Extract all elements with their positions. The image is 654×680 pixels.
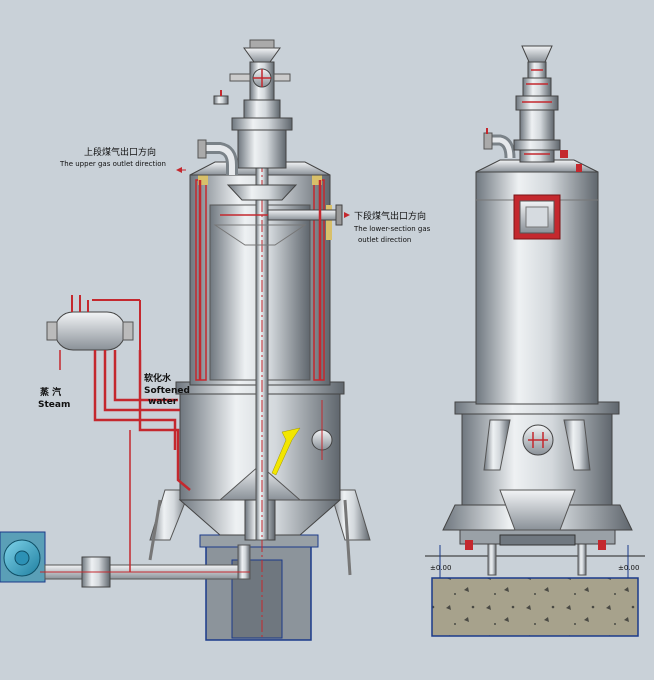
water-label-cn: 软化水: [144, 372, 172, 384]
level-right: ±0.00: [618, 564, 639, 572]
steam-label-cn: 蒸 汽: [40, 386, 61, 398]
circulation-pipes: [93, 180, 322, 491]
steam-drum: [54, 311, 126, 351]
lower-gas-label-en1: The lower-section gas: [353, 225, 431, 233]
steam-label-en: Steam: [38, 400, 70, 410]
upper-gas-label-en: The upper gas outlet direction: [59, 160, 166, 168]
water-label-en1: Softened: [144, 386, 190, 396]
lower-gas-outlet: [267, 209, 339, 221]
yellow-arrow: [271, 427, 301, 476]
coal-hopper: [243, 47, 281, 63]
steam-valves: [71, 295, 89, 312]
lower-gas-label-en2: outlet direction: [358, 236, 411, 244]
level-left: ±0.00: [430, 564, 451, 572]
right-skirt: [329, 489, 371, 541]
right-exterior-view: ±0.00 ±0.00: [425, 45, 645, 637]
water-label-en2: water: [148, 397, 178, 407]
upper-gas-label-cn: 上段煤气出口方向: [84, 146, 156, 158]
lower-gas-label-cn: 下段煤气出口方向: [354, 210, 426, 222]
upper-gas-outlet: [197, 139, 207, 159]
left-sectional-view: 上段煤气出口方向 The upper gas outlet direction …: [0, 39, 431, 641]
ground-slab: [431, 577, 639, 637]
top-hopper: [521, 45, 553, 63]
upper-gas-column: [237, 127, 287, 169]
